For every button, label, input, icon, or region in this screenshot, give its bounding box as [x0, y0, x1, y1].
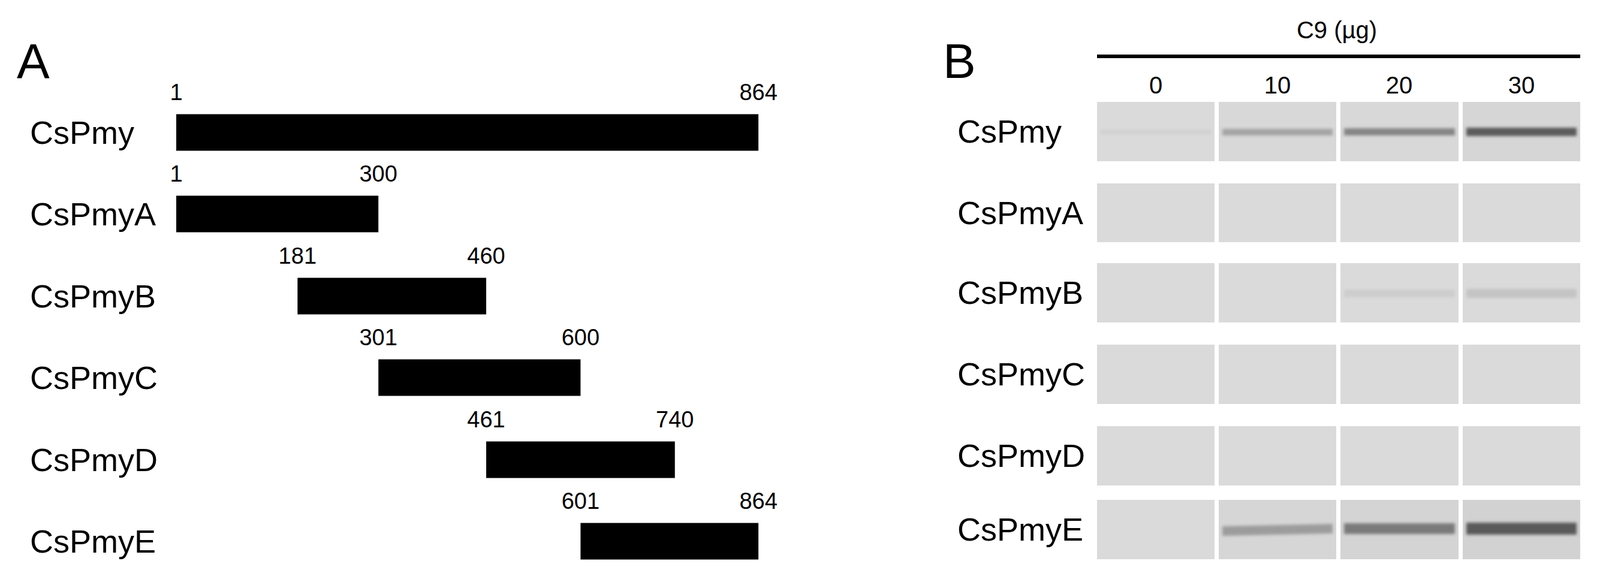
- construct-name: CsPmy: [29, 116, 135, 149]
- construct-name: CsPmy: [957, 115, 1062, 148]
- dose-label: 20: [1385, 73, 1413, 98]
- residue-number: 460: [466, 244, 505, 268]
- residue-number: 1: [169, 80, 183, 104]
- panel-letter: A: [16, 36, 50, 86]
- dose-bar: [1097, 54, 1581, 59]
- construct-bar: [176, 196, 379, 233]
- construct-bar: [176, 114, 759, 152]
- construct-name: CsPmyE: [957, 513, 1084, 546]
- residue-number: 864: [739, 489, 777, 513]
- dose-label: 30: [1508, 73, 1536, 98]
- construct-name: CsPmyA: [29, 197, 156, 231]
- residue-number: 300: [359, 162, 397, 186]
- residue-number: 601: [561, 489, 600, 513]
- construct-name: CsPmyB: [29, 279, 156, 313]
- dose-label: 10: [1264, 73, 1292, 98]
- construct-bar: [378, 359, 581, 397]
- construct-bar: [297, 278, 487, 315]
- residue-number: 301: [359, 326, 397, 349]
- residue-number: 864: [739, 80, 777, 104]
- construct-name: CsPmyC: [957, 357, 1086, 391]
- construct-name: CsPmyD: [29, 443, 158, 476]
- gel-lanes: [1097, 101, 1581, 560]
- construct-bars: [176, 114, 759, 560]
- construct-name: CsPmyD: [957, 439, 1086, 472]
- residue-number: 600: [561, 326, 600, 349]
- residue-number: 740: [655, 408, 694, 432]
- construct-name: CsPmyE: [29, 525, 156, 558]
- construct-name: CsPmyB: [957, 276, 1084, 309]
- construct-name: CsPmyC: [29, 361, 158, 394]
- construct-bar: [486, 441, 676, 479]
- axis-title: C9 (µg): [1296, 17, 1377, 42]
- construct-bar: [580, 523, 759, 560]
- residue-number: 1: [169, 162, 183, 186]
- panel-letter: B: [942, 36, 976, 86]
- construct-name: CsPmyA: [957, 196, 1084, 229]
- residue-number: 181: [278, 244, 317, 268]
- gel-bands: [1100, 127, 1577, 536]
- dose-label: 0: [1149, 73, 1163, 98]
- residue-number: 461: [466, 408, 505, 432]
